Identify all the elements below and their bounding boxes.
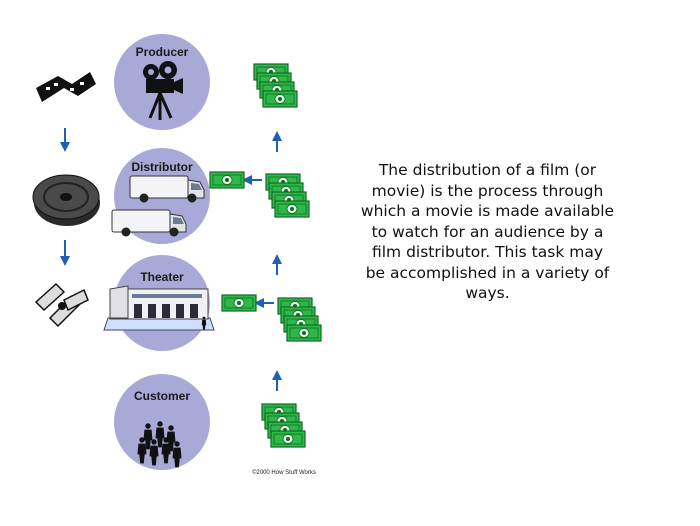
stage-label-customer: Customer [134,389,190,403]
customer-circle [114,374,210,470]
movie-camera-icon [143,61,183,120]
copyright-notice: ©2000 How Stuff Works [252,469,316,476]
money-stack-icon [278,298,321,341]
money-bill-icon [209,171,245,189]
description-text: The distribution of a film (or movie) is… [360,161,615,302]
film-strip-icon [36,72,96,102]
money-stack-icon [266,174,309,217]
money-stack-icon [262,404,305,447]
stage-label-distributor: Distributor [131,160,193,174]
stage-label-producer: Producer [136,45,189,59]
arrow-left-2 [254,298,274,308]
arrow-down-2 [60,240,70,266]
film-pieces-icon [34,282,89,328]
arrow-up-2 [272,254,282,275]
arrow-up-3 [272,370,282,391]
arrow-up-1 [272,131,282,152]
film-reel-icon [32,174,100,226]
money-bill-icon [221,294,257,312]
money-stack-icon [254,64,297,107]
movie-theater-building-icon [103,285,215,331]
arrow-left-1 [242,175,262,185]
stage-label-theater: Theater [140,270,184,284]
arrow-down-1 [60,128,70,152]
